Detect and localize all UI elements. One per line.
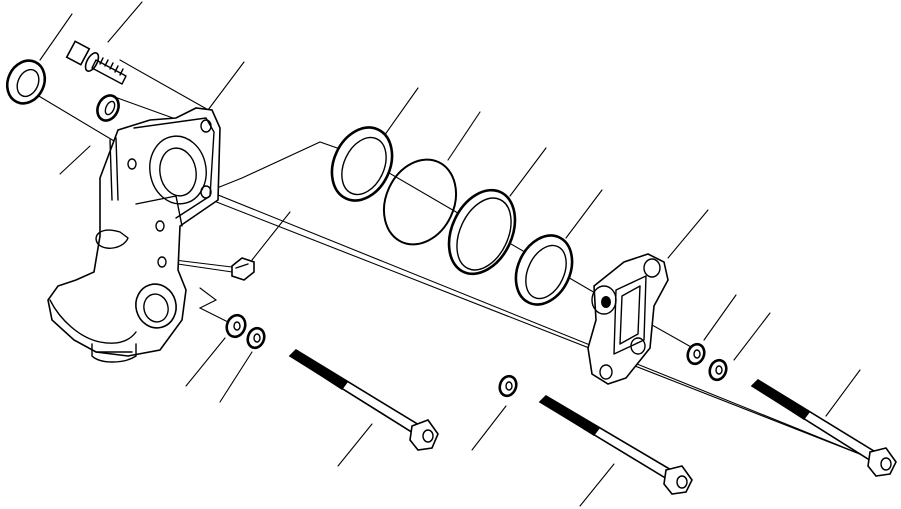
callout-leader-ring-1: [383, 87, 419, 137]
callout-leader-nut: [59, 145, 91, 175]
lock-washer-d: [708, 358, 728, 382]
callout-leader-bolt-small: [107, 1, 143, 43]
callout-leader-washer-d: [733, 312, 771, 361]
lock-washer-a: [225, 313, 247, 339]
callout-leader-ring-3: [509, 147, 547, 197]
callout-leader-ring-2: [447, 111, 481, 161]
callout-leader-washer-b: [219, 351, 253, 403]
callout-leader-plug: [251, 211, 291, 261]
callout-leader-washer-a: [185, 337, 226, 387]
callout-leader-bolt-long-a: [337, 423, 373, 467]
callout-leaders: [39, 1, 861, 507]
callout-leader-bolt-long-b: [579, 463, 615, 507]
callout-leader-bolt-long-c: [825, 369, 861, 417]
plug-bolt: [231, 257, 255, 281]
lock-washer-e: [498, 374, 518, 398]
long-bolt-c: [750, 378, 897, 477]
oil-seal: [5, 59, 47, 105]
seal-ring-4: [514, 234, 574, 306]
o-ring-2: [383, 158, 457, 246]
callout-leader-washer-c: [703, 294, 737, 341]
end-cover: [587, 253, 669, 385]
callout-leader-housing: [207, 61, 245, 111]
seal-ring-3: [447, 188, 517, 276]
flange-bolt: [65, 40, 127, 85]
seal-ring-1: [330, 126, 394, 202]
hex-nut: [96, 94, 120, 122]
pump-housing: [47, 107, 221, 363]
callout-leader-ring-4: [565, 189, 603, 239]
callout-leader-seal: [39, 13, 73, 61]
callout-leader-cover: [667, 209, 709, 259]
callout-leader-washer-e: [471, 405, 507, 451]
assembly-axes: [21, 59, 881, 463]
long-bolt-b: [538, 394, 693, 495]
lock-washer-b: [246, 326, 266, 350]
lock-washer-c: [686, 342, 706, 366]
long-bolt-a: [288, 348, 439, 451]
